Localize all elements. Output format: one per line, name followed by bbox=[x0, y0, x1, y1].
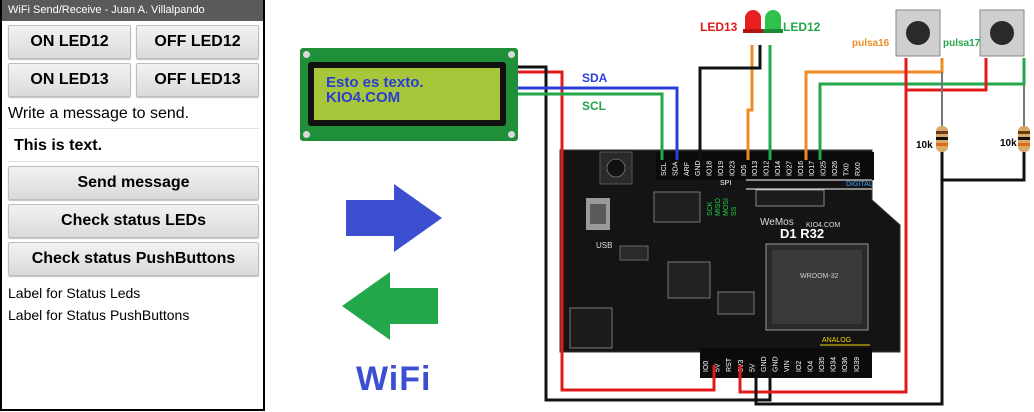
app-title: WiFi Send/Receive - Juan A. Villalpando bbox=[2, 0, 263, 21]
resistor-1 bbox=[936, 126, 948, 152]
resistor-2 bbox=[1018, 126, 1030, 152]
top-pin-label-3: GND bbox=[695, 160, 702, 176]
lcd-line-1: Esto es texto. bbox=[326, 74, 424, 91]
resistor-ground-wire bbox=[754, 180, 944, 406]
pushbutton-16-icon bbox=[895, 9, 941, 57]
led-ground-wire bbox=[698, 45, 762, 160]
phone-app-window: WiFi Send/Receive - Juan A. Villalpando … bbox=[0, 0, 265, 411]
top-pin-label-8: IO13 bbox=[752, 161, 759, 176]
bottom-pin-label-12: IO36 bbox=[842, 357, 849, 372]
pulsa17-label: pulsa17 bbox=[943, 38, 981, 49]
on-led12-button[interactable]: ON LED12 bbox=[8, 25, 131, 59]
bottom-pin-label-10: IO35 bbox=[819, 357, 826, 372]
digital-label: DIGITAL bbox=[846, 181, 873, 188]
bottom-pin-label-9: IO4 bbox=[807, 361, 814, 372]
analog-label: ANALOG bbox=[822, 337, 851, 344]
send-message-button[interactable]: Send message bbox=[8, 166, 259, 200]
resistor-1-label: 10k bbox=[916, 140, 933, 151]
led13-red-icon bbox=[743, 10, 763, 33]
wemos-d1-r32-board: WeMos D1 R32 KIO4.COM WROOM-32 DIGITAL A… bbox=[559, 149, 901, 378]
pulsa17-signal-wire bbox=[818, 58, 1026, 160]
top-pin-labels: SCL SDA ARF GND IO18 IO19 IO23 IO5 IO13 IO12 IO14 I… bbox=[661, 160, 862, 176]
top-pin-label-7: IO5 bbox=[741, 165, 748, 176]
usb-label: USB bbox=[596, 241, 612, 250]
bottom-pin-label-2: RST bbox=[726, 357, 733, 372]
button-vcc-wire bbox=[738, 58, 908, 394]
top-pin-label-4: IO18 bbox=[707, 161, 714, 176]
top-pin-label-9: IO12 bbox=[764, 161, 771, 176]
status-pushbuttons-label: Label for Status PushButtons bbox=[8, 307, 190, 323]
board-name: D1 R32 bbox=[780, 226, 824, 241]
off-led12-button[interactable]: OFF LED12 bbox=[136, 25, 259, 59]
led13-label: LED13 bbox=[700, 20, 738, 34]
check-pushbuttons-button[interactable]: Check status PushButtons bbox=[8, 242, 259, 276]
chip-label: WROOM-32 bbox=[800, 273, 839, 280]
lcd-screen: Esto es texto. KIO4.COM bbox=[314, 68, 500, 120]
bottom-pin-label-0: IO0 bbox=[703, 361, 710, 372]
spi-label: SPI bbox=[720, 180, 731, 187]
sda-label: SDA bbox=[582, 71, 608, 85]
pushbutton-17-icon bbox=[979, 9, 1025, 57]
bottom-pin-label-1: 5V bbox=[715, 363, 722, 372]
top-pin-label-6: IO23 bbox=[729, 161, 736, 176]
message-input[interactable]: This is text. bbox=[8, 128, 259, 162]
top-pin-label-17: RX0 bbox=[855, 162, 862, 176]
spi-pin-label-2: MOSI bbox=[723, 198, 730, 216]
message-prompt: Write a message to send. bbox=[8, 105, 190, 122]
top-pin-label-2: ARF bbox=[684, 162, 691, 176]
led13-signal-wire bbox=[746, 45, 754, 160]
bottom-pin-label-6: GND bbox=[773, 356, 780, 372]
board-brand: WeMos bbox=[760, 217, 794, 228]
spi-pin-label-1: MISO bbox=[715, 198, 722, 216]
lcd-line-2: KIO4.COM bbox=[326, 89, 401, 106]
blue-sda-wire bbox=[518, 86, 679, 160]
spi-pin-label-0: SCK bbox=[707, 201, 714, 216]
resistor-2-label: 10k bbox=[1000, 138, 1017, 149]
led12-label: LED12 bbox=[783, 20, 821, 34]
lcd-display: Esto es texto. KIO4.COM bbox=[300, 48, 518, 141]
top-pin-label-13: IO17 bbox=[809, 161, 816, 176]
status-leds-label: Label for Status Leds bbox=[8, 285, 141, 301]
black-ground-wire bbox=[518, 65, 772, 402]
top-pin-label-14: IO25 bbox=[821, 161, 828, 176]
bottom-pin-label-7: VIN bbox=[784, 360, 791, 372]
send-arrow-icon bbox=[346, 184, 442, 252]
receive-arrow-icon bbox=[342, 272, 438, 340]
top-pin-label-1: SDA bbox=[672, 161, 679, 176]
green-scl-wire bbox=[518, 92, 664, 160]
on-led13-button[interactable]: ON LED13 bbox=[8, 63, 131, 97]
top-pin-label-12: IO16 bbox=[798, 161, 805, 176]
pulsa16-signal-wire bbox=[804, 58, 944, 160]
bottom-pin-label-5: GND bbox=[761, 356, 768, 372]
off-led13-button[interactable]: OFF LED13 bbox=[136, 63, 259, 97]
top-pin-label-15: IO26 bbox=[832, 161, 839, 176]
board-site: KIO4.COM bbox=[806, 222, 840, 229]
spi-pin-label-3: SS bbox=[731, 206, 738, 216]
top-pin-label-5: IO19 bbox=[718, 161, 725, 176]
top-pin-label-10: IO14 bbox=[775, 161, 782, 176]
bottom-pin-label-13: IO39 bbox=[854, 357, 861, 372]
scl-label: SCL bbox=[582, 99, 606, 113]
top-pin-label-11: IO27 bbox=[786, 161, 793, 176]
check-leds-button[interactable]: Check status LEDs bbox=[8, 204, 259, 238]
pulsa16-label: pulsa16 bbox=[852, 38, 890, 49]
top-pin-label-0: SCL bbox=[661, 162, 668, 176]
bottom-pin-label-8: IO2 bbox=[796, 361, 803, 372]
bottom-pin-label-4: 5V bbox=[749, 363, 756, 372]
top-pin-label-16: TX0 bbox=[843, 163, 850, 176]
wifi-label: WiFi bbox=[356, 360, 432, 398]
led12-green-icon bbox=[763, 10, 783, 33]
bottom-pin-label-11: IO34 bbox=[831, 357, 838, 372]
